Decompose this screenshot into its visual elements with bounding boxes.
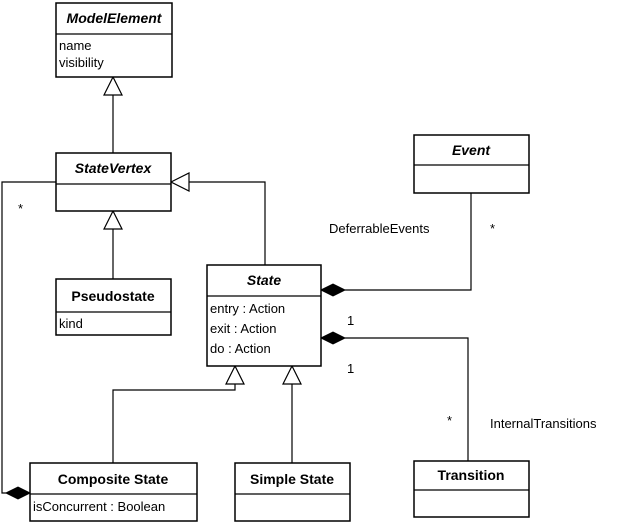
class-transition[interactable]: Transition xyxy=(413,460,530,518)
class-name-event: Event xyxy=(452,142,491,158)
class-name-state-vertex: StateVertex xyxy=(75,160,153,176)
class-pseudostate[interactable]: Pseudostate kind xyxy=(55,278,172,336)
label-internal-transitions: InternalTransitions xyxy=(490,416,597,431)
class-simple-state[interactable]: Simple State xyxy=(234,462,351,522)
multiplicity-event: * xyxy=(490,221,495,236)
class-model-element[interactable]: ModelElement name visibility xyxy=(55,2,173,78)
class-state-vertex[interactable]: StateVertex xyxy=(55,152,172,212)
gen-line-state-statevertex xyxy=(189,181,266,265)
attr-is-concurrent: isConcurrent : Boolean xyxy=(33,499,165,514)
attr-kind: kind xyxy=(59,316,83,331)
generalization-arrow-state-right xyxy=(282,364,302,385)
assoc-line-subvertex xyxy=(1,181,56,494)
class-event[interactable]: Event xyxy=(413,134,530,194)
class-name-transition: Transition xyxy=(438,467,505,483)
generalization-arrow-modelelement xyxy=(103,75,123,96)
class-state[interactable]: State entry : Action exit : Action do : … xyxy=(206,264,322,367)
multiplicity-vertex: * xyxy=(18,201,23,216)
attr-entry: entry : Action xyxy=(210,301,285,316)
multiplicity-transition: * xyxy=(447,413,452,428)
multiplicity-state-bottom: 1 xyxy=(347,361,354,376)
class-name-simple-state: Simple State xyxy=(250,471,334,487)
class-name-model-element: ModelElement xyxy=(67,10,163,26)
class-composite-state[interactable]: Composite State isConcurrent : Boolean xyxy=(29,462,198,522)
class-name-composite-state: Composite State xyxy=(58,471,169,487)
generalization-arrow-statevertex-right xyxy=(169,172,190,192)
generalization-arrow-state-left xyxy=(225,364,245,385)
attr-name: name xyxy=(59,38,92,53)
generalization-arrow-statevertex-bottom xyxy=(103,209,123,230)
class-name-state: State xyxy=(247,272,281,288)
attr-do: do : Action xyxy=(210,341,271,356)
assoc-line-deferrable-events xyxy=(345,193,472,291)
label-deferrable-events: DeferrableEvents xyxy=(329,221,430,236)
attr-visibility: visibility xyxy=(59,55,104,70)
composition-diamond-deferrable xyxy=(319,283,347,297)
composition-diamond-subvertex xyxy=(4,486,32,500)
gen-line-composite-state xyxy=(112,384,236,463)
composition-diamond-internal xyxy=(319,331,347,345)
attr-exit: exit : Action xyxy=(210,321,276,336)
class-name-pseudostate: Pseudostate xyxy=(71,288,154,304)
assoc-line-internal-transitions xyxy=(345,337,469,461)
multiplicity-state-top: 1 xyxy=(347,313,354,328)
